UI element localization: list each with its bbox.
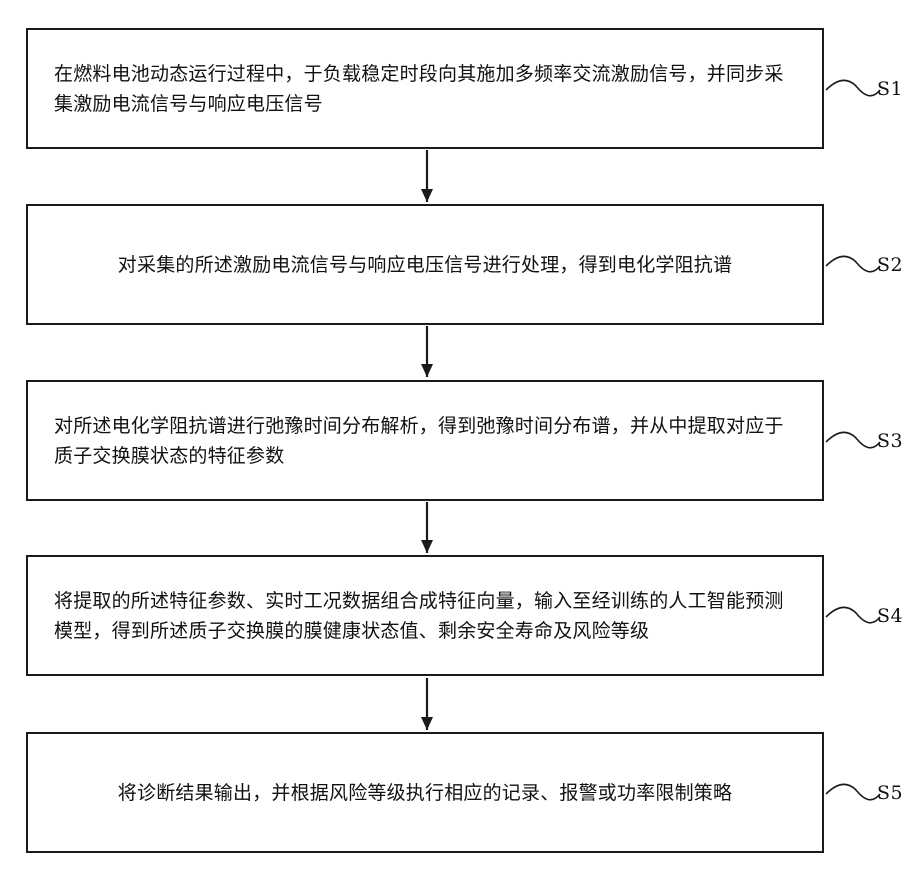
arrowhead-s3-s4 <box>421 540 433 553</box>
step-label-s3: S3 <box>877 430 903 452</box>
leader-s5 <box>826 784 880 799</box>
step-label-s5: S5 <box>877 782 903 804</box>
step-label-s2: S2 <box>877 254 903 276</box>
step-box-s2: 对采集的所述激励电流信号与响应电压信号进行处理，得到电化学阻抗谱 <box>26 204 824 325</box>
leader-s3 <box>826 432 880 447</box>
leader-s4 <box>826 607 880 622</box>
step-box-s3: 对所述电化学阻抗谱进行弛豫时间分布解析，得到弛豫时间分布谱，并从中提取对应于质子… <box>26 380 824 501</box>
step-label-s1: S1 <box>877 78 903 100</box>
step-text-s4: 将提取的所述特征参数、实时工况数据组合成特征向量，输入至经训练的人工智能预测模型… <box>54 586 796 646</box>
step-box-s5: 将诊断结果输出，并根据风险等级执行相应的记录、报警或功率限制策略 <box>26 732 824 853</box>
arrowhead-s4-s5 <box>421 717 433 730</box>
leader-s1 <box>826 80 880 95</box>
step-box-s4: 将提取的所述特征参数、实时工况数据组合成特征向量，输入至经训练的人工智能预测模型… <box>26 555 824 676</box>
step-text-s5: 将诊断结果输出，并根据风险等级执行相应的记录、报警或功率限制策略 <box>54 778 796 808</box>
step-text-s2: 对采集的所述激励电流信号与响应电压信号进行处理，得到电化学阻抗谱 <box>54 250 796 280</box>
step-text-s1: 在燃料电池动态运行过程中，于负载稳定时段向其施加多频率交流激励信号，并同步采集激… <box>54 59 796 119</box>
arrowhead-s1-s2 <box>421 189 433 202</box>
leader-s2 <box>826 256 880 271</box>
step-text-s3: 对所述电化学阻抗谱进行弛豫时间分布解析，得到弛豫时间分布谱，并从中提取对应于质子… <box>54 411 796 471</box>
step-box-s1: 在燃料电池动态运行过程中，于负载稳定时段向其施加多频率交流激励信号，并同步采集激… <box>26 28 824 149</box>
step-label-s4: S4 <box>877 605 903 627</box>
arrowhead-s2-s3 <box>421 364 433 377</box>
